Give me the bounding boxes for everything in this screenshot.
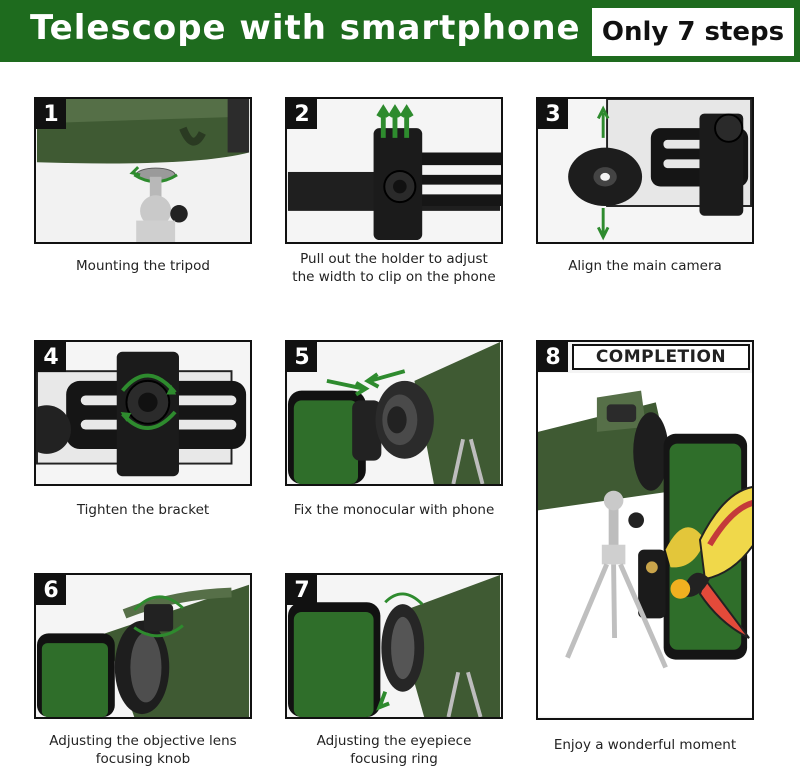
header-banner: Telescope with smartphone Only 7 steps: [0, 0, 800, 62]
step-6-panel: 6: [34, 573, 252, 719]
step-8-panel: 8 COMPLETION: [536, 340, 754, 720]
step-5-illustration: [287, 342, 501, 484]
steps-badge-label: Only 7 steps: [601, 17, 785, 47]
step-3-caption: Align the main camera: [568, 258, 722, 274]
step-5-caption: Fix the monocular with phone: [293, 502, 495, 518]
step-2-illustration: [287, 99, 501, 242]
step-3-panel: 3: [536, 97, 754, 244]
step-2-panel: 2: [285, 97, 503, 244]
step-7-illustration: [287, 575, 501, 717]
step-4-panel: 4: [34, 340, 252, 486]
step-3-number: 3: [538, 99, 568, 129]
step-4-illustration: [36, 342, 250, 484]
page-title: Telescope with smartphone: [30, 8, 581, 48]
step-6-caption: Adjusting the objective lens focusing kn…: [49, 733, 237, 767]
completion-label: COMPLETION: [572, 344, 750, 370]
step-1-number: 1: [36, 99, 66, 129]
step-5-number: 5: [287, 342, 317, 372]
step-1-panel: 1: [34, 97, 252, 244]
step-7-number: 7: [287, 575, 317, 605]
step-6-illustration: [36, 575, 250, 717]
step-8-illustration: [538, 372, 752, 717]
steps-badge: Only 7 steps: [592, 8, 794, 56]
step-8-number: 8: [538, 342, 568, 372]
step-6-number: 6: [36, 575, 66, 605]
step-2-number: 2: [287, 99, 317, 129]
step-4-number: 4: [36, 342, 66, 372]
step-3-illustration: [538, 99, 752, 242]
step-2-caption: Pull out the holder to adjust the width …: [292, 251, 496, 285]
step-1-caption: Mounting the tripod: [76, 258, 210, 274]
step-5-panel: 5: [285, 340, 503, 486]
step-1-illustration: [36, 99, 250, 242]
step-8-caption: Enjoy a wonderful moment: [553, 737, 737, 753]
step-7-panel: 7: [285, 573, 503, 719]
step-4-caption: Tighten the bracket: [76, 502, 210, 518]
step-7-caption: Adjusting the eyepiece focusing ring: [316, 733, 472, 767]
